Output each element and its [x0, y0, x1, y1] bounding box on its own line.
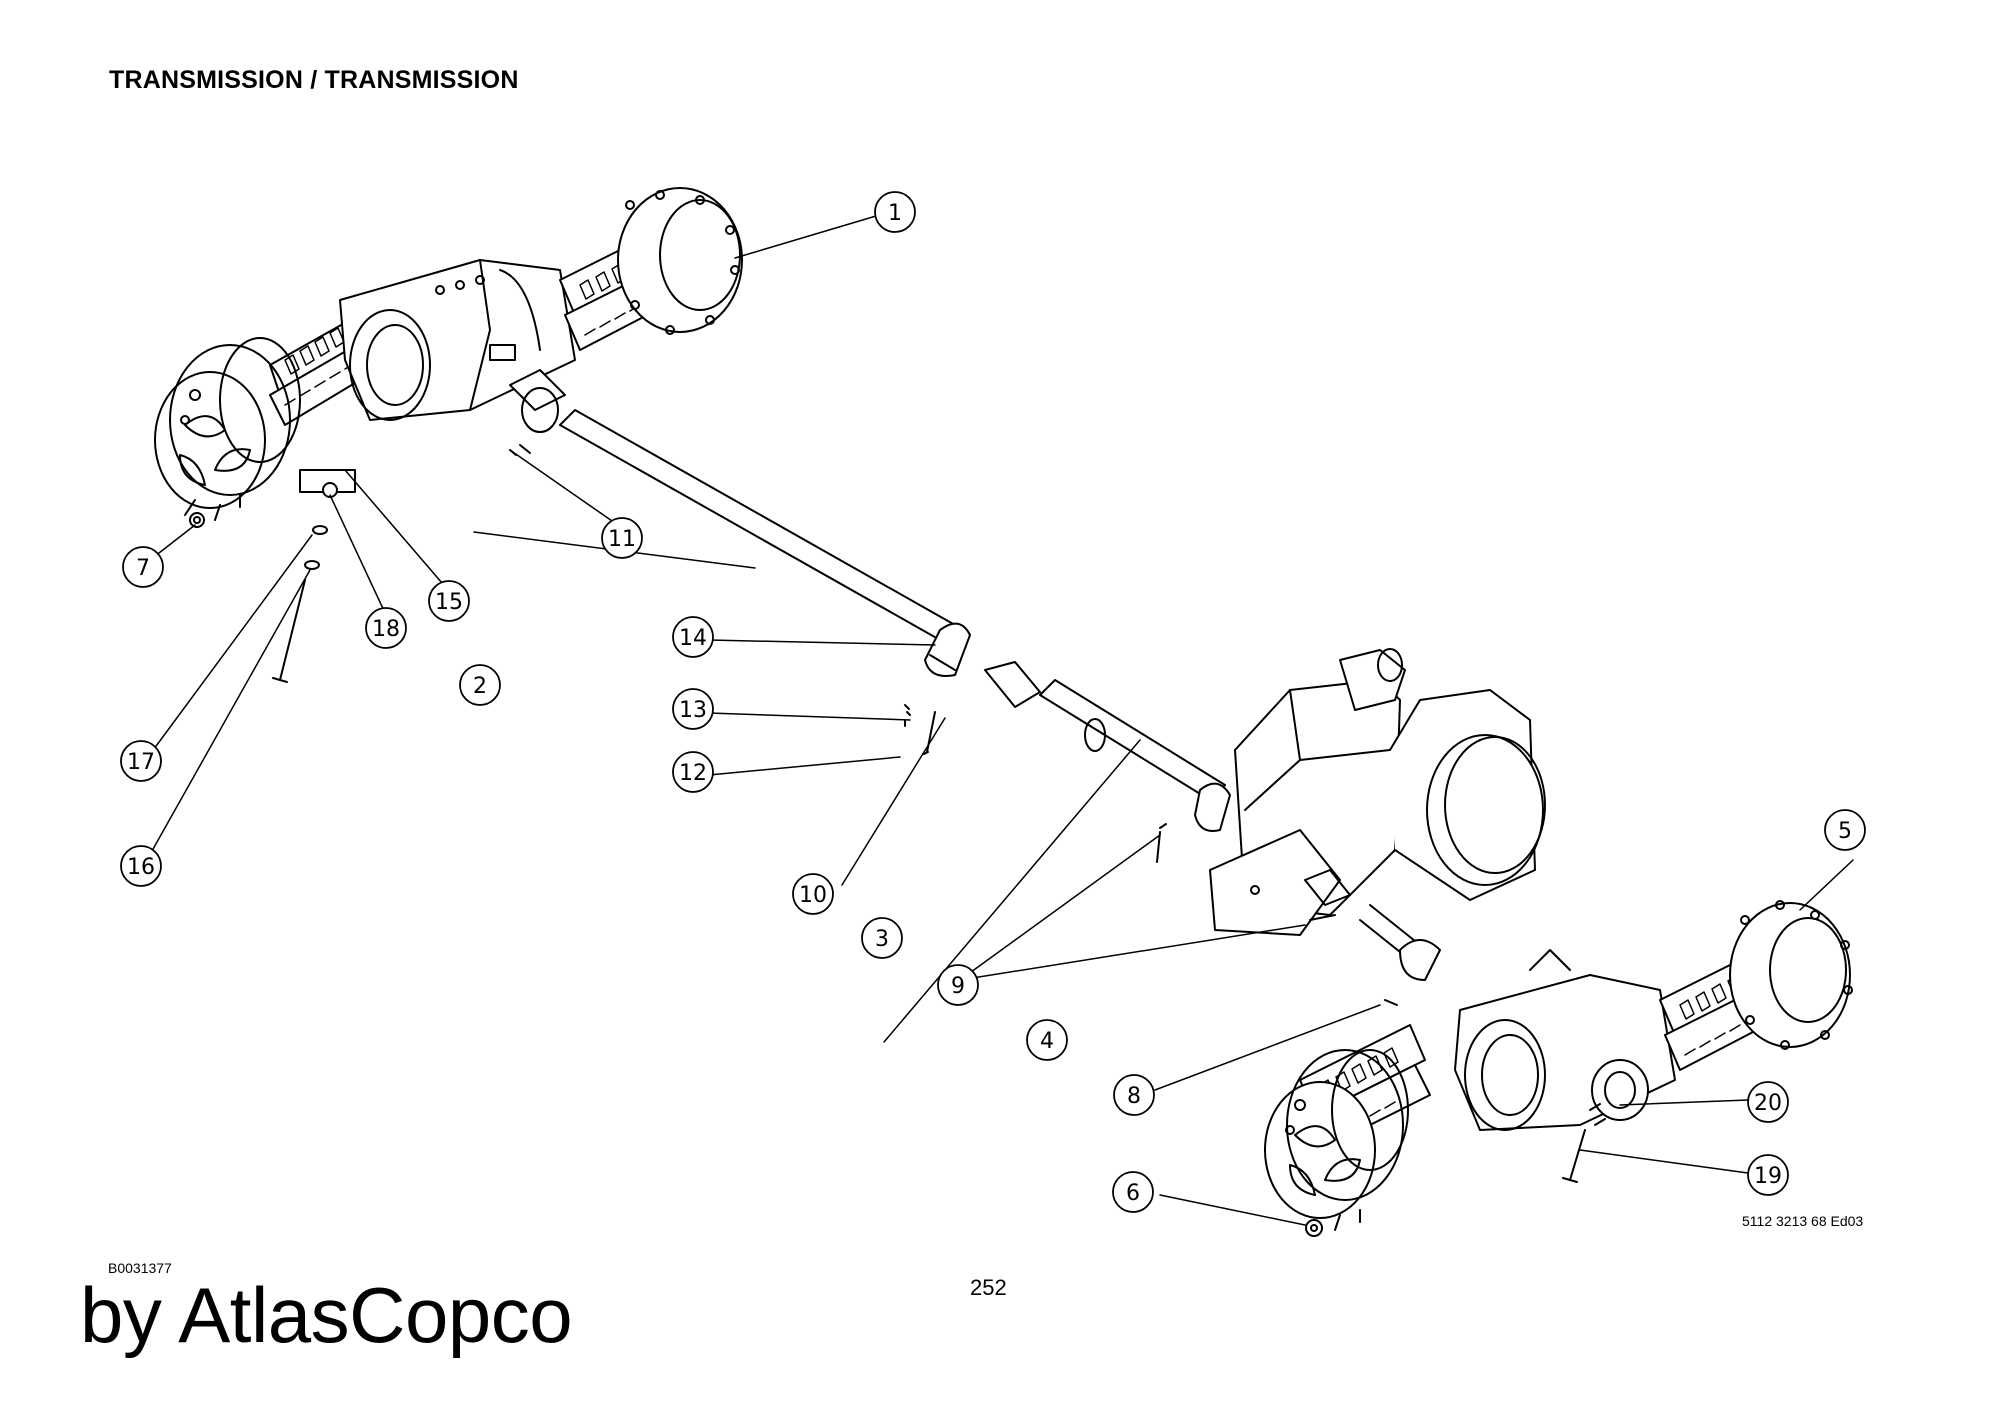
svg-text:5: 5: [1838, 819, 1852, 844]
callout-20: 20: [1747, 1081, 1789, 1123]
callout-15: 15: [428, 580, 470, 622]
callout-4: 4: [1026, 1019, 1068, 1061]
gearbox-drawing: [1209, 648, 1546, 936]
callout-18: 18: [365, 607, 407, 649]
svg-text:19: 19: [1754, 1164, 1782, 1189]
svg-text:1: 1: [888, 201, 902, 226]
callout-11: 11: [601, 517, 643, 559]
svg-text:11: 11: [608, 527, 636, 552]
svg-text:16: 16: [127, 855, 155, 880]
callout-17: 17: [120, 740, 162, 782]
front-axle-drawing: [1264, 900, 1853, 1231]
callout-8: 8: [1113, 1074, 1155, 1116]
svg-text:15: 15: [435, 590, 463, 615]
callout-14: 14: [672, 616, 714, 658]
svg-text:3: 3: [875, 927, 889, 952]
callout-12: 12: [672, 751, 714, 793]
image-code: B0031377: [108, 1260, 172, 1276]
callout-6: 6: [1112, 1171, 1154, 1213]
rear-axle-drawing: [154, 187, 743, 521]
svg-text:17: 17: [127, 750, 155, 775]
drive-shaft-2-drawing: [559, 409, 971, 677]
leader-lines: [147, 215, 1854, 1226]
callout-13: 13: [672, 688, 714, 730]
callout-9: 9: [937, 964, 979, 1006]
svg-text:9: 9: [951, 974, 965, 999]
svg-text:4: 4: [1040, 1029, 1054, 1054]
small-parts-drawing: [189, 444, 1606, 1237]
svg-text:12: 12: [679, 761, 707, 786]
svg-text:13: 13: [679, 698, 707, 723]
drive-shaft-3-drawing: [984, 661, 1231, 832]
callout-10: 10: [792, 873, 834, 915]
brand-watermark: by AtlasCopco: [80, 1271, 573, 1359]
svg-text:18: 18: [372, 617, 400, 642]
callout-1: 1: [874, 191, 916, 233]
callout-2: 2: [459, 664, 501, 706]
svg-text:8: 8: [1127, 1084, 1141, 1109]
svg-text:20: 20: [1754, 1091, 1782, 1116]
svg-text:2: 2: [473, 674, 487, 699]
svg-text:7: 7: [136, 556, 150, 581]
svg-text:10: 10: [799, 883, 827, 908]
page-title: TRANSMISSION / TRANSMISSION: [109, 66, 519, 94]
page-number: 252: [970, 1275, 1007, 1300]
callout-3: 3: [861, 917, 903, 959]
callout-16: 16: [120, 845, 162, 887]
callout-5: 5: [1824, 809, 1866, 851]
callout-7: 7: [122, 546, 164, 588]
svg-text:6: 6: [1126, 1181, 1140, 1206]
drawing-number: 5112 3213 68 Ed03: [1742, 1213, 1864, 1229]
svg-text:14: 14: [679, 626, 707, 651]
callout-19: 19: [1747, 1154, 1789, 1196]
